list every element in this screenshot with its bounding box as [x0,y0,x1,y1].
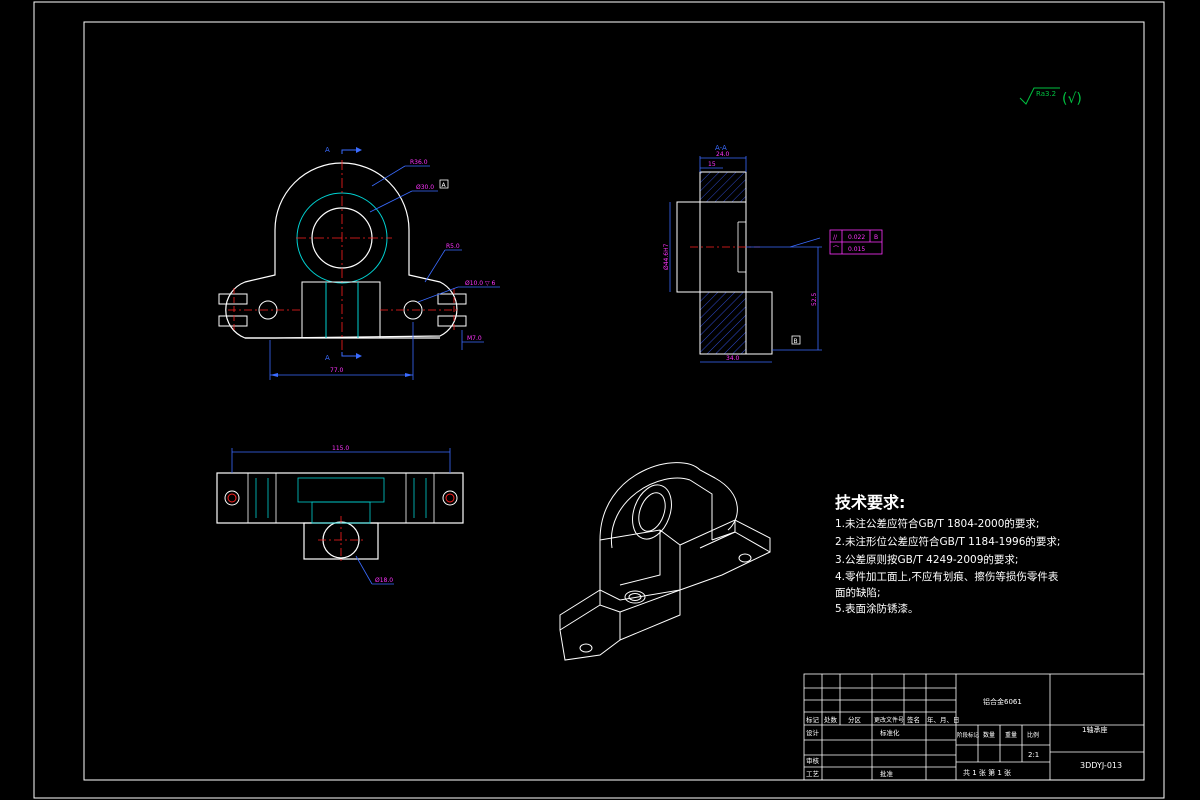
outer-border [33,1,1165,799]
front-view-outline [225,162,458,339]
section-title: A-A [715,144,727,152]
dim-overall: 115.0 [332,445,349,452]
row-design: 设计 [806,728,820,737]
dim-hole: Ø18.0 [375,577,393,584]
isometric-view [559,462,771,661]
front-view: A A R36.0 Ø30.0 A R5.0 Ø10.0 ▽ 6 M7.0 77… [218,146,500,380]
roughness-suffix: (√) [1062,91,1082,107]
tech-item-3: 3.公差原则按GB/T 4249-2009的要求; [835,553,1018,566]
dim-outer-radius: R36.0 [410,159,428,166]
title-block [803,673,1145,781]
stage-mark: 阶段标记 [957,731,980,739]
stage-weight: 重量 [1005,731,1017,739]
section-view: A-A 24.0 15 Ø44.6H7 52.5 34.0 [663,144,883,363]
material: 铝合金6061 [983,697,1022,706]
tol-value-2: 0.015 [848,246,865,253]
dim-bolt-hole: Ø10.0 ▽ 6 [465,280,496,287]
tech-title: 技术要求: [835,493,905,512]
title-block-text: 铝合金6061 1轴承座 3DDYJ-013 2:1 共 1 张 第 1 张 标… [806,697,1122,778]
sheets: 共 1 张 第 1 张 [963,768,1011,777]
hdr-date: 年、月、日 [927,715,960,724]
drawing-number: 3DDYJ-013 [1080,761,1122,770]
row-approve: 批准 [880,769,894,778]
dim-fillet: R5.0 [446,243,460,250]
dim-bore: Ø30.0 [416,184,434,191]
datum-b-box [791,335,801,345]
dim-width: 77.0 [330,367,344,374]
tech-item-5: 面的缺陷; [835,586,881,599]
tol-value-1: 0.022 [848,234,865,241]
datum-a: A [442,182,447,189]
tol-symbol-2: ⌒ [833,246,839,253]
tech-item-4: 4.零件加工面上,不应有划痕、擦伤等损伤零件表 [835,570,1059,583]
hdr-count: 处数 [824,715,838,724]
hdr-doc: 更改文件号 [874,716,904,724]
section-letter-top: A [325,146,330,154]
section-letter-bottom: A [325,354,330,362]
hdr-mark: 标记 [806,715,820,724]
roughness-symbol: Ra3.2 (√) [1019,87,1082,107]
tech-item-1: 1.未注公差应符合GB/T 1804-2000的要求; [835,517,1039,530]
tol-datum-1: B [874,234,878,241]
roughness-value: Ra3.2 [1036,90,1056,98]
dim-top-width: 24.0 [716,151,730,158]
hdr-zone: 分区 [848,715,862,724]
scale: 2:1 [1028,751,1039,759]
dim-bottom-width: 34.0 [726,355,740,362]
tolerance-frame: // 0.022 B ⌒ 0.015 [789,229,883,255]
top-view: 115.0 Ø18.0 [216,445,464,585]
tech-requirements: 技术要求: 1.未注公差应符合GB/T 1804-2000的要求; 2.未注形位… [835,493,1060,615]
row-standard: 标准化 [880,728,900,737]
dim-diameter: Ø44.6H7 [663,243,670,270]
part-name: 1轴承座 [1082,725,1107,734]
row-review: 审核 [806,756,820,765]
hdr-sign: 签名 [907,715,920,724]
datum-a-box [439,179,449,189]
datum-b: B [794,338,798,345]
tech-item-2: 2.未注形位公差应符合GB/T 1184-1996的要求; [835,535,1060,548]
tol-symbol-1: // [833,234,838,241]
stage-scale: 比例 [1027,731,1039,739]
dim-height: 52.5 [811,292,818,306]
dim-slot: M7.0 [467,335,482,342]
tech-item-6: 5.表面涂防锈漆。 [835,602,919,615]
row-process: 工艺 [806,770,820,778]
inner-border [83,21,1145,781]
stage-qty: 数量 [983,731,995,739]
dim-inner: 15 [708,161,716,168]
